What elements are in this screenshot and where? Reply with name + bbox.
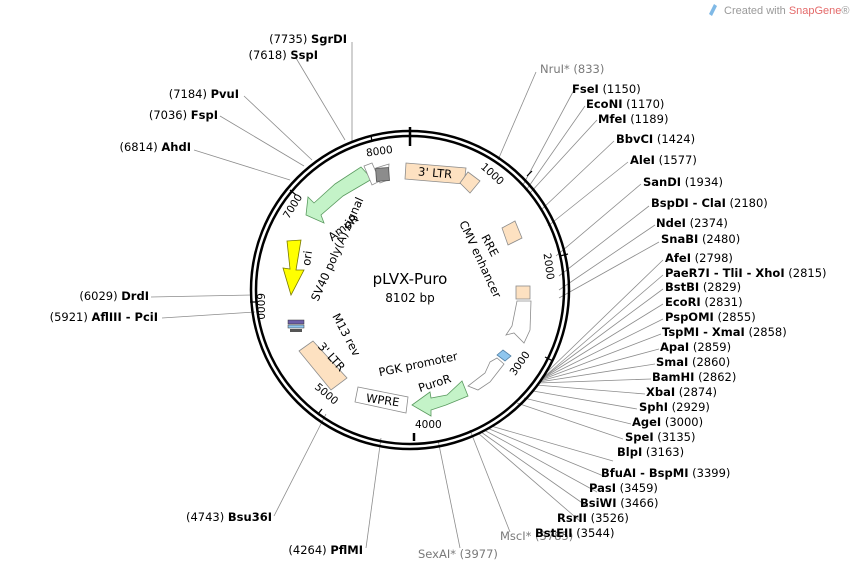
site-sspi[interactable]: (7618) SspI [248, 48, 318, 62]
site-bbvci[interactable]: BbvCI (1424) [616, 132, 695, 146]
plasmid-size: 8102 bp [385, 291, 435, 305]
feature-3ltr-top[interactable]: 3' LTR [404, 162, 467, 185]
site-connector-lines [150, 42, 664, 549]
site-bsiwi[interactable]: BsiWI (3466) [580, 496, 658, 510]
site-alei[interactable]: AleI (1577) [630, 153, 697, 167]
feature-purор-arrow[interactable] [411, 380, 469, 417]
site-pflmi[interactable]: (4264) PflMI [288, 543, 363, 557]
site-bfuai-bspmi[interactable]: BfuAI - BspMI (3399) [601, 466, 730, 480]
site-bamhi[interactable]: BamHI (2862) [652, 370, 736, 384]
site-sgrdi[interactable]: (7735) SgrDI [269, 32, 347, 46]
tick-label-4000: 4000 [415, 419, 442, 431]
site-pasi[interactable]: PasI (3459) [589, 481, 658, 495]
site-ahdi[interactable]: (6814) AhdI [119, 140, 191, 154]
feature-label-3ltr-top: 3' LTR [418, 164, 453, 181]
feature-blue-marker [496, 349, 512, 362]
plasmid-name: pLVX-Puro [373, 270, 448, 288]
site-bsteii[interactable]: BstEII (3544) [535, 526, 614, 540]
site-bsu36i[interactable]: (4743) Bsu36I [186, 510, 272, 524]
site-pvui[interactable]: (7184) PvuI [169, 87, 239, 101]
site-xbai[interactable]: XbaI (2874) [646, 385, 717, 399]
tick-label-6000: 6000 [254, 293, 266, 320]
site-ndei[interactable]: NdeI (2374) [656, 216, 728, 230]
site-fspi[interactable]: (7036) FspI [149, 108, 218, 122]
feature-promoter-box [515, 285, 531, 300]
feature-grey-marker [375, 167, 390, 182]
site-sandi[interactable]: SanDI (1934) [643, 175, 723, 189]
feature-rre-box[interactable] [501, 220, 523, 246]
site-paer7i-tlii-xhoi[interactable]: PaeR7I - TliI - XhoI (2815) [665, 266, 827, 280]
site-mfei[interactable]: MfeI (1189) [598, 112, 668, 126]
site-agei[interactable]: AgeI (3000) [632, 415, 703, 429]
site-blpi[interactable]: BlpI (3163) [617, 445, 684, 459]
site-tspmi-xmai[interactable]: TspMI - XmaI (2858) [662, 325, 787, 339]
site-snabi[interactable]: SnaBI (2480) [661, 232, 740, 246]
site-afei[interactable]: AfeI (2798) [665, 251, 733, 265]
site-econi[interactable]: EcoNI (1170) [586, 97, 664, 111]
site-nrui[interactable]: NruI* (833) [540, 62, 604, 76]
site-bstbi[interactable]: BstBI (2829) [665, 280, 741, 294]
snapgene-credit: Created with SnapGene® [709, 4, 850, 17]
feature-white-arrow-right[interactable] [505, 300, 532, 344]
site-smai[interactable]: SmaI (2860) [656, 355, 730, 369]
site-bspdi-clai[interactable]: BspDI - ClaI (2180) [651, 196, 768, 210]
feature-ori-arrow[interactable] [282, 239, 305, 297]
feature-small-box-top [459, 171, 481, 194]
feature-3ltr-bottom[interactable] [298, 340, 348, 391]
feature-ampr-arrow[interactable] [305, 166, 373, 224]
site-ecori[interactable]: EcoRI (2831) [665, 295, 743, 309]
site-drdi[interactable]: (6029) DrdI [79, 289, 149, 303]
backbone-ticks [250, 127, 569, 441]
site-pspomi[interactable]: PspOMI (2855) [665, 310, 756, 324]
site-sexai[interactable]: SexAI* (3977) [418, 547, 498, 561]
site-spei[interactable]: SpeI (3135) [625, 430, 696, 444]
feature-pgk-promoter-arrow[interactable] [467, 357, 505, 391]
feature-label-ori: ori [299, 250, 315, 267]
tick-label-7000: 7000 [281, 192, 305, 221]
feature-label-puror: PuroR [417, 371, 453, 395]
tick-label-2000: 2000 [541, 252, 557, 280]
tick-label-3000: 3000 [508, 349, 533, 378]
tick-label-8000: 8000 [365, 144, 393, 160]
site-apai[interactable]: ApaI (2859) [660, 340, 731, 354]
site-sphi[interactable]: SphI (2929) [639, 400, 710, 414]
snapgene-logo-icon [709, 4, 717, 16]
feature-m13-rev-marker [287, 319, 305, 332]
feature-label-cmv-enhancer: CMV enhancer [456, 218, 504, 300]
feature-wpre-box[interactable] [354, 386, 409, 414]
site-fsei[interactable]: FseI (1150) [572, 82, 641, 96]
site-msci[interactable]: MscI* (3785) [500, 529, 573, 543]
credit-text: Created with SnapGene® [724, 5, 850, 17]
feature-label-wpre: WPRE [365, 391, 400, 410]
site-afliii-pcii[interactable]: (5921) AflIII - PciI [50, 310, 158, 324]
site-rsrii[interactable]: RsrII (3526) [557, 511, 629, 525]
